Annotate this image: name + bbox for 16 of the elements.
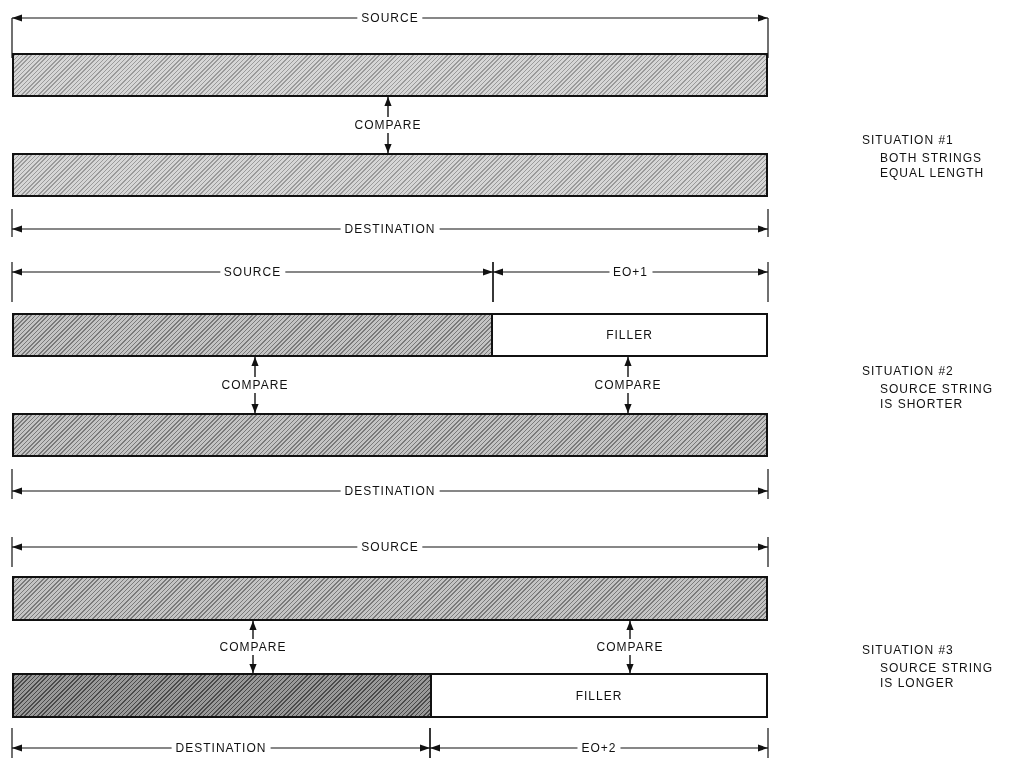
hatched-bar (12, 153, 768, 197)
filler-label: FILLER (575, 688, 623, 703)
hatched-bar (12, 413, 768, 457)
hatched-bar (12, 576, 768, 621)
hatched-bar (12, 673, 432, 718)
situation-heading: SITUATION #1 (862, 133, 954, 148)
hatched-bar (12, 53, 768, 97)
situation-description: BOTH STRINGS EQUAL LENGTH (880, 151, 986, 181)
situation-description: SOURCE STRING IS LONGER (880, 661, 994, 691)
situation-heading: SITUATION #2 (862, 364, 954, 379)
filler-label: FILLER (606, 328, 653, 342)
situation-heading: SITUATION #3 (862, 643, 954, 658)
situation-description: SOURCE STRING IS SHORTER (880, 382, 994, 412)
filler-box (491, 313, 768, 357)
filler-box (430, 673, 768, 718)
hatched-bar (12, 313, 493, 357)
